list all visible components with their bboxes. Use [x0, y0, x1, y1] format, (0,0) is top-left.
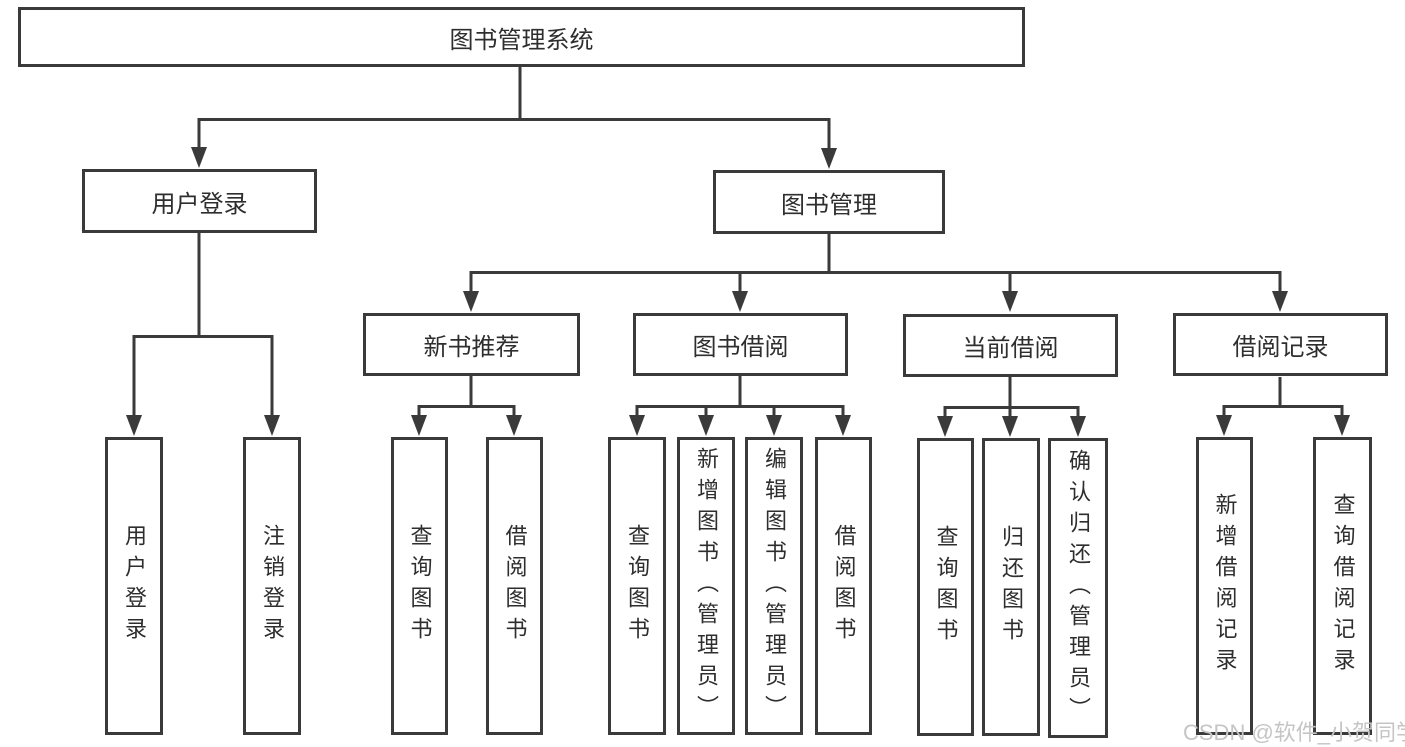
node-bb-query-book: 查询图书 [608, 437, 666, 735]
node-logout-label: 注销登录 [260, 524, 285, 648]
node-nbr-query-book-label: 查询图书 [407, 524, 433, 648]
connectors-borrow-records-split [1216, 377, 1350, 436]
node-bb-borrow-book-label: 借阅图书 [831, 524, 857, 648]
node-bb-borrow-book: 借阅图书 [815, 437, 872, 735]
node-current-borrow: 当前借阅 [903, 314, 1118, 377]
node-user-login: 用户登录 [82, 169, 317, 233]
csdn-watermark: CSDN @软件_小贺同学 [1183, 720, 1405, 745]
node-new-book-rec: 新书推荐 [363, 313, 580, 376]
connectors-current-borrow-split [937, 377, 1086, 437]
node-current-borrow-label: 当前借阅 [962, 335, 1059, 362]
node-bb-add-book: 新增图书（管理员） [677, 437, 735, 735]
node-cb-confirm-return-label: 确认归还（管理员） [1066, 448, 1091, 728]
node-book-mgmt-label: 图书管理 [781, 191, 877, 219]
node-logout: 注销登录 [243, 437, 301, 735]
node-bb-edit-book: 编辑图书（管理员） [745, 437, 803, 735]
node-book-borrow: 图书借阅 [633, 313, 848, 376]
node-bb-query-book-label: 查询图书 [625, 524, 650, 648]
node-borrow-records-label: 借阅记录 [1232, 334, 1329, 361]
connectors-book-mgmt-split [463, 234, 1288, 312]
node-cb-query-book: 查询图书 [917, 438, 974, 736]
node-root-label: 图书管理系统 [449, 26, 594, 54]
node-br-query-record: 查询借阅记录 [1313, 437, 1372, 735]
connectors-book-borrow-split [629, 376, 851, 436]
node-nbr-borrow-book-label: 借阅图书 [502, 524, 528, 648]
node-cb-confirm-return: 确认归还（管理员） [1048, 438, 1108, 738]
node-book-mgmt: 图书管理 [713, 170, 945, 234]
node-nbr-borrow-book: 借阅图书 [486, 437, 543, 735]
node-nbr-query-book: 查询图书 [391, 437, 448, 735]
node-login: 用户登录 [105, 437, 163, 735]
node-bb-edit-book-label: 编辑图书（管理员） [762, 446, 787, 726]
connectors-new-book-rec-split [411, 376, 522, 436]
node-br-query-record-label: 查询借阅记录 [1330, 493, 1356, 679]
node-borrow-records: 借阅记录 [1173, 313, 1388, 376]
node-cb-query-book-label: 查询图书 [933, 525, 959, 649]
node-bb-add-book-label: 新增图书（管理员） [694, 446, 719, 726]
node-root: 图书管理系统 [18, 7, 1025, 67]
node-user-login-label: 用户登录 [151, 190, 248, 218]
node-cb-return-book-label: 归还图书 [999, 525, 1024, 649]
node-login-label: 用户登录 [122, 524, 147, 648]
node-new-book-rec-label: 新书推荐 [423, 334, 520, 361]
node-br-add-record-label: 新增借阅记录 [1212, 493, 1238, 679]
node-cb-return-book: 归还图书 [982, 438, 1040, 736]
connectors-user-login-split [126, 233, 280, 436]
node-book-borrow-label: 图书借阅 [692, 334, 789, 361]
connectors-root-split [191, 67, 837, 169]
node-br-add-record: 新增借阅记录 [1196, 437, 1253, 735]
